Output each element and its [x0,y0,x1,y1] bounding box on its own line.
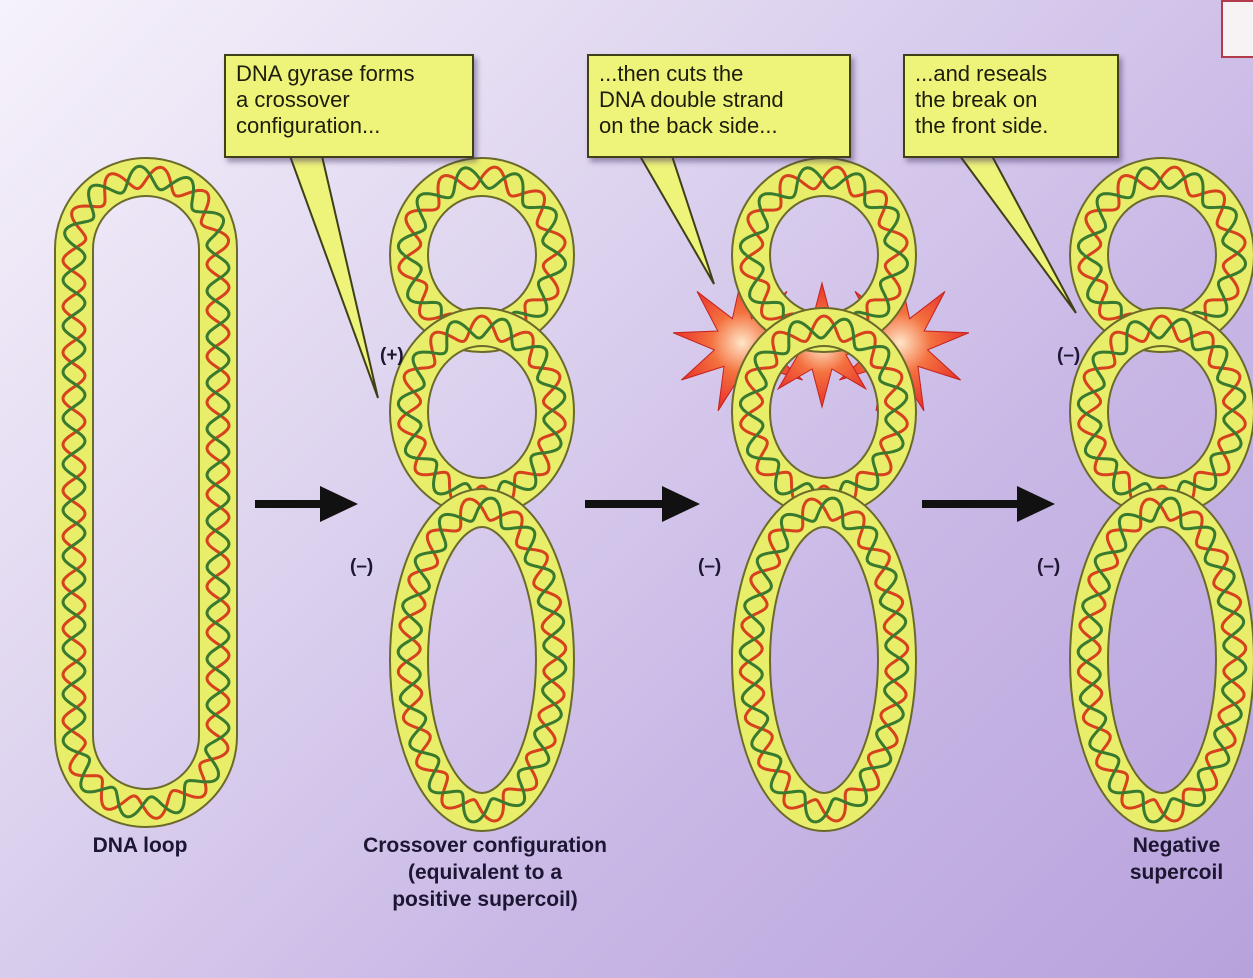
corner-panel [1221,0,1253,58]
label-crossover-configuration: Crossover configuration (equivalent to a… [315,832,655,913]
minus-cut-sign: (–) [698,556,721,578]
arrow-1 [255,486,358,522]
label-dna-loop: DNA loop [70,832,210,859]
arrow-2 [585,486,700,522]
minus-reseal-bottom-sign: (–) [1037,556,1060,578]
callout-gyrase: DNA gyrase forms a crossover configurati… [224,54,474,158]
plus-crossover-sign: (+) [380,345,404,367]
minus-crossover-sign: (–) [350,556,373,578]
arrow-3 [922,486,1055,522]
dna-loop-tube [63,166,229,818]
negative-supercoil-coil-middle-lobe [1078,316,1245,508]
cut-coil-middle-lobe [740,316,907,508]
minus-reseal-top-sign: (–) [1057,345,1080,367]
callout-gyrase-pointer [290,156,378,398]
negative-supercoil-coil-bottom-lobe [1078,498,1246,822]
callout-reseals-pointer [960,156,1076,313]
callout-reseals: ...and reseals the break on the front si… [903,54,1119,158]
callout-cuts: ...then cuts the DNA double strand on th… [587,54,851,158]
crossover-coil-middle-lobe [398,316,565,508]
crossover-coil-bottom-lobe [398,498,566,822]
cut-coil-bottom-lobe [740,498,908,822]
label-negative-supercoil: Negative supercoil [1100,832,1253,886]
callout-cuts-pointer [640,156,714,284]
